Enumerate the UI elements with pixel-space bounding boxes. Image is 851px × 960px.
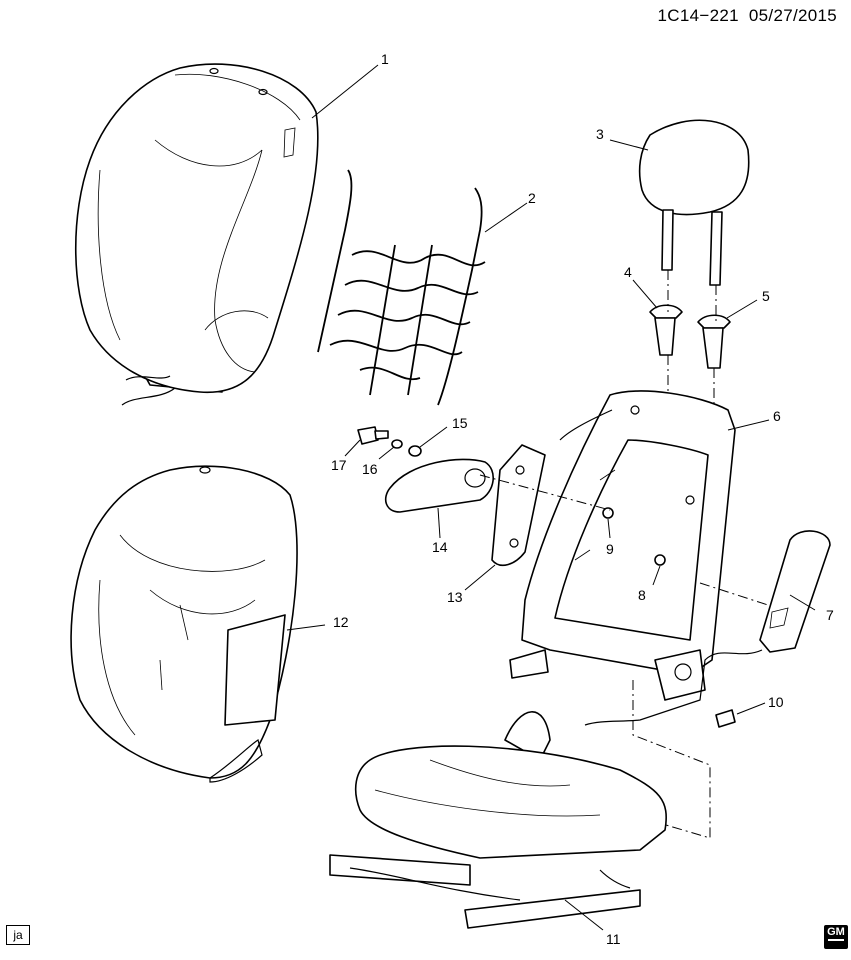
callout-15: 15 (452, 415, 468, 431)
diagram-id: 1C14−221 (657, 6, 739, 25)
callout-13: 13 (447, 589, 463, 605)
gm-logo-underline (828, 939, 844, 941)
callout-4: 4 (624, 264, 632, 280)
part-2-suspension-mat (317, 169, 486, 406)
assembly-line (699, 582, 769, 606)
part-7-side-airbag (584, 530, 831, 726)
part-6-seatback-frame (509, 390, 736, 701)
part-3-headrest (638, 119, 750, 286)
part-5-headrest-guide-right (697, 314, 731, 369)
callout-11: 11 (606, 931, 621, 947)
assembly-line (632, 680, 711, 839)
part-17-bolt (357, 426, 389, 445)
part-8-nut (654, 554, 666, 566)
part-16-spacer (391, 439, 403, 449)
callout-6: 6 (773, 408, 781, 424)
part-1-seatback-cover (74, 63, 319, 406)
callout-7: 7 (826, 607, 834, 623)
part-11-seat-cushion (329, 711, 667, 929)
callout-12: 12 (333, 614, 349, 630)
callout-2: 2 (528, 190, 536, 206)
part-4-headrest-guide-left (649, 304, 683, 356)
leader-lines (286, 64, 816, 931)
callout-3: 3 (596, 126, 604, 142)
part-15-washer (408, 445, 422, 457)
assembly-line (479, 474, 611, 511)
callout-14: 14 (432, 539, 448, 555)
callout-16: 16 (362, 461, 378, 477)
diagram-header: 1C14−221 05/27/2015 (658, 6, 837, 26)
callout-labels: 1 2 3 4 5 6 7 8 9 10 11 12 13 14 15 16 1… (331, 51, 834, 947)
corner-tag: ja (6, 925, 30, 945)
callout-8: 8 (638, 587, 646, 603)
gm-logo: GM (824, 925, 848, 949)
part-12-seatback-pad (70, 465, 298, 783)
part-10-plug (715, 709, 736, 728)
diagram-date: 05/27/2015 (748, 6, 837, 25)
callout-5: 5 (762, 288, 770, 304)
callout-9: 9 (606, 541, 614, 557)
callout-17: 17 (331, 457, 347, 473)
part-13-recliner-cover (491, 444, 546, 567)
part-14-recliner-handle (384, 458, 494, 513)
part-9-nut (602, 507, 614, 519)
callout-10: 10 (768, 694, 784, 710)
callout-1: 1 (381, 51, 389, 67)
gm-logo-text: GM (827, 926, 845, 938)
